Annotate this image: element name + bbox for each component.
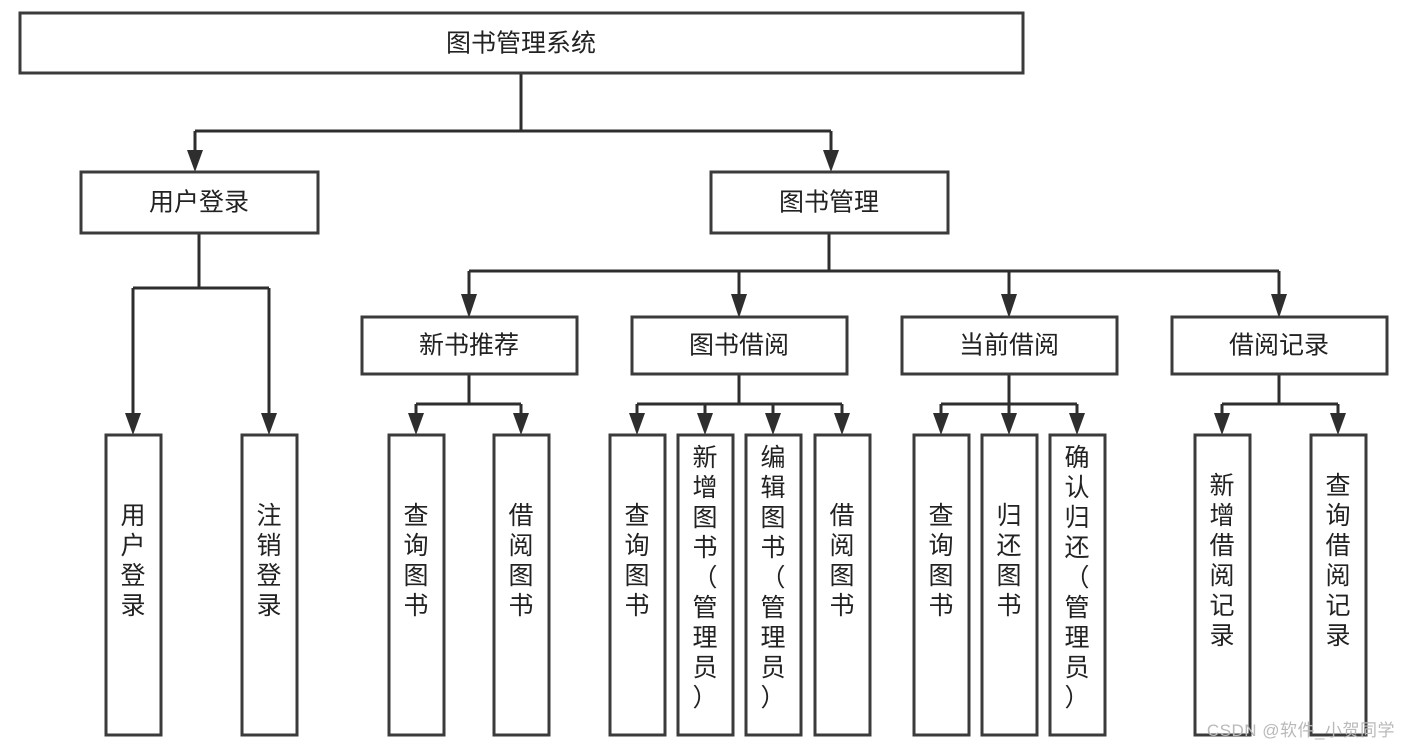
leaf-user-login[interactable]: 用户登录	[104, 433, 163, 737]
leaf-edit-book-box[interactable]	[744, 433, 803, 737]
leaf-confirm-return-box[interactable]	[1048, 433, 1107, 737]
leaf-query-book-1-label: 查询图书	[403, 502, 428, 620]
connector-user-login-to-leaves	[125, 233, 277, 435]
arrow-head-leaf-query-record	[1330, 413, 1346, 435]
leaf-logout[interactable]: 注销登录	[240, 433, 299, 737]
node-current-borrow-box[interactable]	[900, 315, 1119, 376]
arrow-head-leaf-confirm-return	[1069, 413, 1085, 435]
leaf-query-book-2-label: 查询图书	[624, 502, 649, 620]
leaf-add-record-box[interactable]	[1193, 433, 1252, 737]
arrow-head-leaf-edit-book	[765, 413, 781, 435]
arrow-head-book-manage	[823, 150, 839, 172]
leaf-query-book-2-box[interactable]	[608, 433, 667, 737]
arrow-head-leaf-add-record	[1214, 413, 1230, 435]
node-book-borrow[interactable]: 图书借阅	[630, 315, 849, 376]
leaf-borrow-book-1[interactable]: 借阅图书	[492, 433, 551, 737]
arrow-head-leaf-borrow-book-2	[834, 413, 850, 435]
arrow-head-user-login	[187, 150, 203, 172]
node-user-login-label: 用户登录	[149, 189, 249, 217]
arrow-head-borrow-record	[1271, 294, 1287, 318]
connector-book-borrow-to-leaves	[629, 374, 850, 435]
arrow-head-leaf-query-book-1	[408, 413, 424, 435]
leaf-query-book-3-box[interactable]	[912, 433, 971, 737]
node-new-book-recommend-label: 新书推荐	[419, 332, 519, 360]
leaf-query-book-1-box[interactable]	[387, 433, 446, 737]
leaf-query-book-2[interactable]: 查询图书	[608, 433, 667, 737]
connector-current-borrow-to-leaves	[933, 374, 1085, 435]
node-root-label: 图书管理系统	[446, 30, 596, 58]
leaf-borrow-book-1-label: 借阅图书	[508, 502, 533, 620]
arrow-head-leaf-add-book	[697, 413, 713, 435]
node-book-borrow-box[interactable]	[630, 315, 849, 376]
node-new-book-recommend[interactable]: 新书推荐	[360, 315, 579, 376]
leaf-return-book-box[interactable]	[980, 433, 1039, 737]
node-user-login[interactable]: 用户登录	[79, 170, 320, 235]
node-borrow-record-box[interactable]	[1170, 315, 1389, 376]
leaf-add-book-label: 新增图书（管理员）	[692, 444, 717, 712]
leaf-add-book[interactable]: 新增图书（管理员）	[676, 433, 735, 737]
node-user-login-box[interactable]	[79, 170, 320, 235]
node-current-borrow[interactable]: 当前借阅	[900, 315, 1119, 376]
leaf-confirm-return[interactable]: 确认归还（管理员）	[1048, 433, 1107, 737]
leaf-query-book-3-label: 查询图书	[928, 502, 953, 620]
leaf-borrow-book-2[interactable]: 借阅图书	[813, 433, 872, 737]
leaf-return-book-label: 归还图书	[996, 502, 1021, 620]
arrow-head-leaf-query-book-3	[933, 413, 949, 435]
leaf-query-record-label: 查询借阅记录	[1325, 472, 1350, 650]
connector-book-manage-to-level2	[461, 233, 1287, 318]
arrow-head-new-book-recommend	[461, 294, 477, 318]
connector-root-to-level1	[187, 73, 839, 172]
connector-borrow-record-to-leaves	[1214, 374, 1346, 435]
leaf-borrow-book-2-label: 借阅图书	[829, 502, 854, 620]
leaf-add-record-label: 新增借阅记录	[1209, 472, 1234, 650]
leaf-confirm-return-label: 确认归还（管理员）	[1064, 444, 1089, 712]
leaf-edit-book[interactable]: 编辑图书（管理员）	[744, 433, 803, 737]
leaf-query-book-3[interactable]: 查询图书	[912, 433, 971, 737]
node-borrow-record-label: 借阅记录	[1229, 332, 1329, 360]
leaf-user-login-box[interactable]	[104, 433, 163, 737]
node-new-book-recommend-box[interactable]	[360, 315, 579, 376]
leaf-add-book-box[interactable]	[676, 433, 735, 737]
node-root[interactable]: 图书管理系统	[18, 11, 1025, 75]
leaf-borrow-book-2-box[interactable]	[813, 433, 872, 737]
node-book-manage-box[interactable]	[709, 170, 950, 235]
leaf-edit-book-label: 编辑图书（管理员）	[760, 444, 785, 712]
node-book-manage[interactable]: 图书管理	[709, 170, 950, 235]
leaf-user-login-label: 用户登录	[120, 502, 145, 620]
leaf-query-record[interactable]: 查询借阅记录	[1309, 433, 1368, 737]
arrow-head-leaf-return-book	[1001, 413, 1017, 435]
arrow-head-leaf-borrow-book-1	[513, 413, 529, 435]
leaf-logout-box[interactable]	[240, 433, 299, 737]
connector-new-book-recommend-to-leaves	[408, 374, 529, 435]
arrow-head-current-borrow	[1001, 294, 1017, 318]
leaf-return-book[interactable]: 归还图书	[980, 433, 1039, 737]
arrow-head-leaf-query-book-2	[629, 413, 645, 435]
arrow-head-leaf-logout	[261, 413, 277, 435]
leaf-query-record-box[interactable]	[1309, 433, 1368, 737]
node-book-manage-label: 图书管理	[779, 189, 879, 217]
leaf-logout-label: 注销登录	[256, 502, 281, 620]
leaf-query-book-1[interactable]: 查询图书	[387, 433, 446, 737]
node-root-box[interactable]	[18, 11, 1025, 75]
leaf-add-record[interactable]: 新增借阅记录	[1193, 433, 1252, 737]
node-book-borrow-label: 图书借阅	[689, 332, 789, 360]
node-current-borrow-label: 当前借阅	[959, 332, 1059, 360]
node-borrow-record[interactable]: 借阅记录	[1170, 315, 1389, 376]
arrow-head-leaf-user-login	[125, 413, 141, 435]
arrow-head-book-borrow	[731, 294, 747, 318]
leaf-borrow-book-1-box[interactable]	[492, 433, 551, 737]
